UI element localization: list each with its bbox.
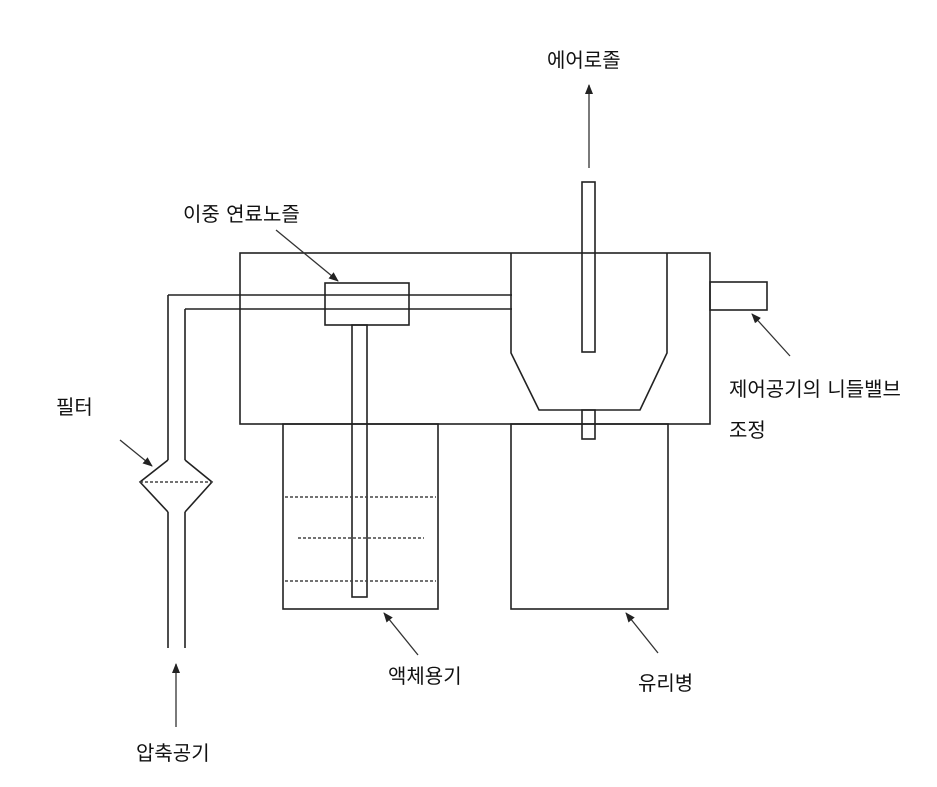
main-housing: [239, 252, 711, 425]
container-arrow: [383, 612, 419, 656]
label-needle-valve: 제어공기의 니들밸브: [729, 377, 901, 401]
label-aerosol: 에어로졸: [547, 48, 621, 72]
label-glass-bottle: 유리병: [638, 671, 693, 695]
spray-chamber: [510, 253, 668, 411]
label-dual-nozzle: 이중 연료노즐: [183, 202, 300, 226]
glass-bottle-body: [510, 423, 669, 610]
valve-arrow: [751, 313, 791, 357]
label-compressed-air: 압축공기: [136, 741, 210, 765]
needle-valve-stub: [709, 281, 768, 311]
label-needle-valve-adjust: 조정: [729, 418, 766, 442]
nozzle-arrow: [275, 229, 339, 282]
filter-body: [138, 459, 214, 513]
aerosol-outlet-tube: [581, 181, 596, 353]
label-liquid-container: 액체용기: [388, 664, 462, 688]
label-filter: 필터: [56, 395, 93, 419]
bottle-arrow: [625, 612, 659, 654]
liquid-container-body: [282, 423, 439, 610]
filter-arrow: [119, 439, 153, 467]
nozzle-suction-tube: [351, 324, 368, 598]
dual-nozzle-block: [324, 282, 410, 326]
